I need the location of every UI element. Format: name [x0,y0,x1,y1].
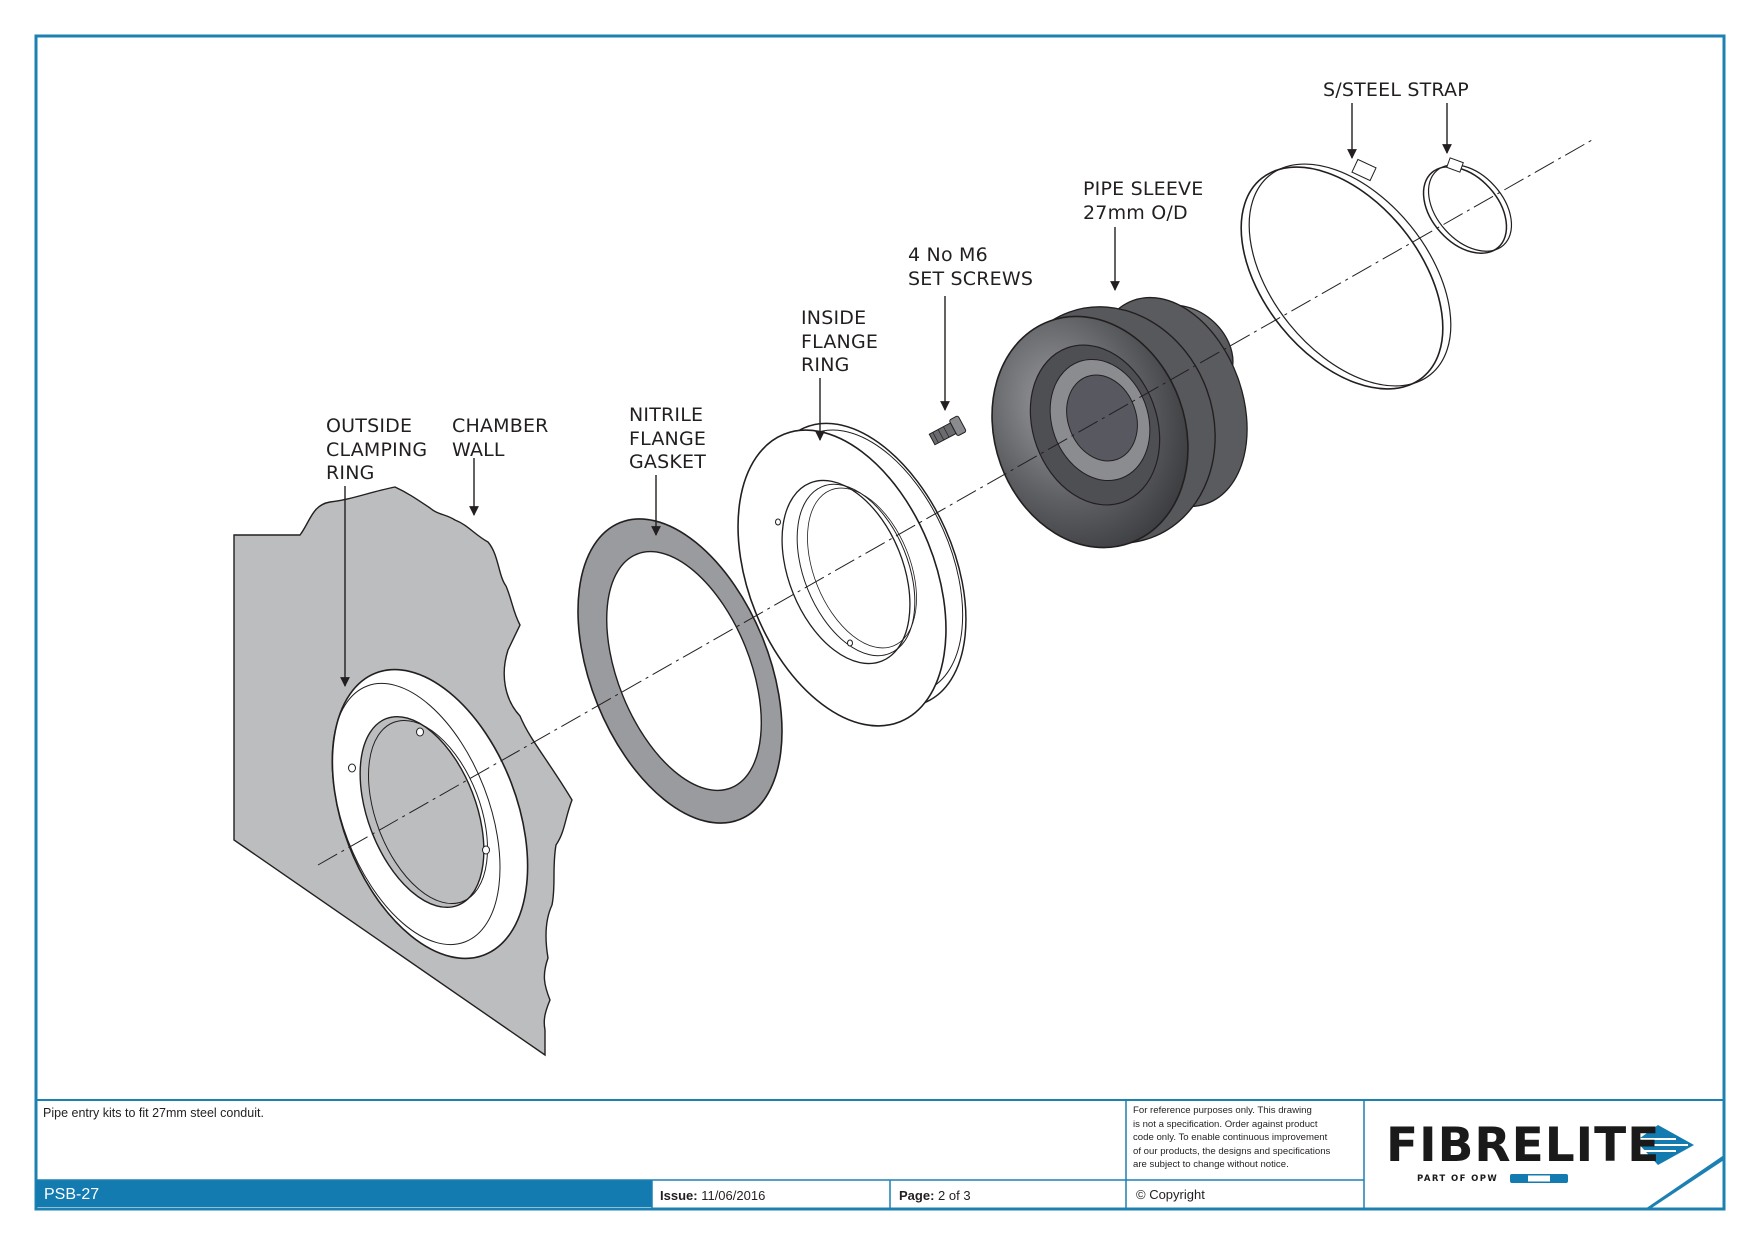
drawing-description: Pipe entry kits to fit 27mm steel condui… [43,1106,264,1120]
copyright: © Copyright [1136,1187,1205,1202]
brand-tagline: PART OF OPW [1417,1174,1499,1184]
page-label: Page: [899,1188,935,1203]
small-steel-strap [1422,157,1513,254]
outside-clamping-label-line2: CLAMPING [326,438,428,461]
set-screws-label-line1: 4 No M6 [908,244,988,266]
set-screws-label: 4 No M6 SET SCREWS [908,244,1033,291]
page-value: 2 of 3 [938,1188,971,1203]
inside-flange-label-line2: FLANGE [801,330,879,353]
disclaimer-line: are subject to change without notice. [1133,1159,1289,1171]
nitrile-gasket-label-line1: NITRILE [629,404,704,426]
inside-flange-label: INSIDE FLANGE RING [801,307,878,378]
title-block [36,1099,1724,1209]
issue-label: Issue: [660,1188,698,1203]
chamber-wall-label: CHAMBER WALL [452,415,549,462]
drawing-frame [34,34,1726,1211]
fibrelite-logo: FIBRELITE [1386,1118,1661,1173]
nitrile-gasket-label: NITRILE FLANGE GASKET [629,404,706,475]
pipe-sleeve-label-line1: PIPE SLEEVE [1083,178,1204,200]
outside-clamping-label: OUTSIDE CLAMPING RING [326,415,427,486]
nitrile-gasket-label-line2: FLANGE [629,427,707,450]
pipe-sleeve-label-line2: 27mm O/D [1083,201,1188,224]
disclaimer-line: For reference purposes only. This drawin… [1133,1105,1312,1116]
pipe-sleeve-label: PIPE SLEEVE 27mm O/D [1083,178,1203,225]
opw-dover-mark [1510,1174,1568,1183]
outside-clamping-label-line3: RING [326,462,375,484]
leader-arrows [340,103,1452,687]
nitrile-flange-gasket [577,518,783,824]
chamber-wall-label-line1: CHAMBER [452,415,549,437]
issue-value: 11/06/2016 [701,1188,766,1203]
outside-clamping-label-line1: OUTSIDE [326,415,413,437]
fibrelite-logo-mark [1636,1125,1694,1165]
inside-flange-label-line1: INSIDE [801,307,867,329]
disclaimer-line: of our products, the designs and specifi… [1133,1145,1331,1157]
disclaimer-note: For reference purposes only. This drawin… [1133,1104,1365,1172]
outside-clamping-ring [331,668,529,960]
page-number: Page: 2 of 3 [899,1188,971,1203]
steel-strap-label: S/STEEL STRAP [1323,79,1469,101]
disclaimer-line: code only. To enable continuous improvem… [1133,1132,1328,1144]
issue-date: Issue: 11/06/2016 [660,1188,765,1203]
inside-flange-label-line3: RING [801,354,850,376]
pipe-sleeve [991,296,1248,549]
document-number: PSB-27 [44,1186,100,1203]
inside-flange-ring [737,422,967,727]
set-screw [928,415,967,446]
large-steel-strap [1240,158,1452,390]
nitrile-gasket-label-line3: GASKET [629,451,707,473]
set-screws-label-line2: SET SCREWS [908,267,1034,290]
disclaimer-line: is not a specification. Order against pr… [1133,1118,1318,1130]
chamber-wall-label-line2: WALL [452,438,505,461]
